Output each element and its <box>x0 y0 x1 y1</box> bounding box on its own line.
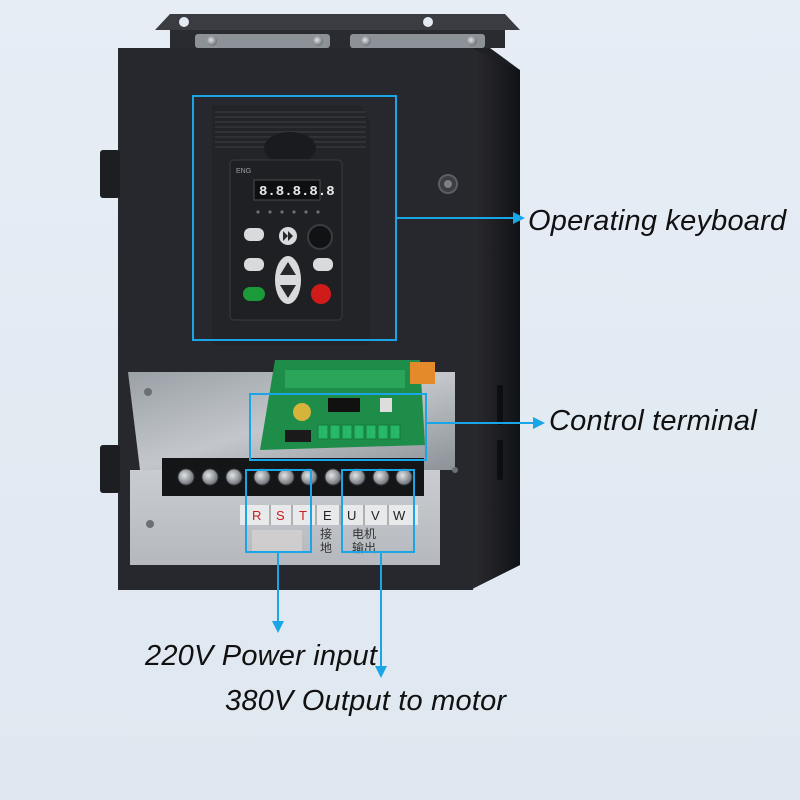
stop-button <box>311 284 331 304</box>
operating-keypad: ENG 8.8.8.8.8 <box>212 105 370 345</box>
mounting-bracket <box>155 14 520 48</box>
control-terminal-highlight-box <box>249 393 427 461</box>
ground-label-2: 地 <box>320 541 332 555</box>
up-down-keys <box>275 256 301 304</box>
terminal-letter-s: S <box>276 508 285 523</box>
function-key <box>244 258 264 271</box>
operating-keyboard-label: Operating keyboard <box>528 205 787 237</box>
terminal-letter-w: W <box>393 508 406 523</box>
terminal-letter-u: U <box>347 508 356 523</box>
ground-label-1: 接 <box>320 526 332 541</box>
terminal-letter-v: V <box>371 508 380 523</box>
callout-graphics <box>192 95 535 670</box>
control-terminal-label: Control terminal <box>549 405 757 437</box>
motor-label-1: 电机 <box>352 527 376 541</box>
enter-key <box>313 258 333 271</box>
terminal-letter-e: E <box>323 508 332 523</box>
power-terminal-block: R S T E U V W 接 地 电机 输出 <box>162 458 424 555</box>
led-readout: 8.8.8.8.8 <box>259 184 335 200</box>
control-pcb <box>260 360 435 450</box>
terminal-letter-r: R <box>252 508 261 523</box>
keypad-brand: ENG <box>236 168 251 175</box>
terminal-letter-t: T <box>299 508 307 523</box>
program-key <box>244 228 264 241</box>
potentiometer-knob <box>307 224 333 250</box>
run-button <box>243 287 265 301</box>
callout-arrowheads <box>272 212 545 678</box>
motor-output-label: 380V Output to motor <box>225 685 507 717</box>
power-input-label: 220V Power input <box>145 640 378 672</box>
motor-output-highlight-box <box>341 469 415 553</box>
